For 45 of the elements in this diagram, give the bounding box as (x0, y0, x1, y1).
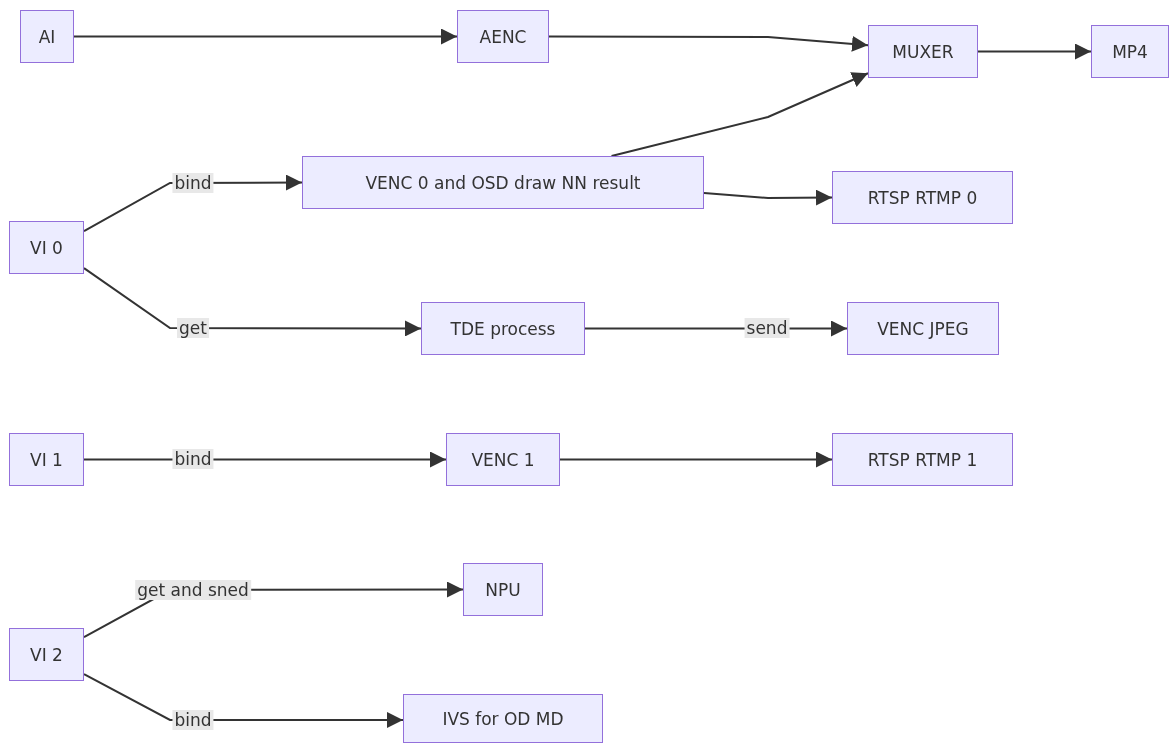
node-label: VENC 0 and OSD draw NN result (365, 172, 641, 193)
node-label: RTSP RTMP 0 (867, 187, 978, 208)
node-label: NPU (485, 579, 521, 600)
arrow (977, 43, 1092, 60)
process-box (847, 302, 999, 355)
process-box (421, 302, 585, 355)
process-box (832, 433, 1013, 486)
arrow (559, 451, 833, 468)
arrow (83, 451, 447, 468)
process-box (9, 628, 84, 681)
process-box (446, 433, 560, 486)
process-box (9, 433, 84, 486)
process-box (302, 156, 704, 209)
node-label: RTSP RTMP 1 (867, 449, 978, 470)
process-box (20, 10, 74, 63)
process-box (832, 171, 1013, 224)
node-label: VI 0 (30, 237, 63, 258)
edge-label: bind (172, 449, 214, 469)
node-label: MUXER (892, 41, 954, 62)
process-box (403, 694, 603, 743)
arrow (83, 673, 404, 728)
node-label: TDE process (450, 318, 556, 339)
process-box (868, 25, 978, 78)
node-label: MP4 (1112, 41, 1148, 62)
node-label: VENC JPEG (877, 318, 969, 339)
edge-label: send (744, 318, 790, 338)
arrow (73, 28, 458, 45)
arrow (83, 267, 422, 337)
process-box (457, 10, 549, 63)
arrow (548, 35, 869, 52)
edge-label: bind (172, 173, 214, 193)
arrow (610, 72, 869, 157)
process-box (1091, 25, 1169, 78)
edge-label: bind (172, 710, 214, 730)
node-label: AENC (479, 26, 527, 47)
node-label: VI 1 (30, 449, 63, 470)
process-box (463, 563, 543, 616)
arrow (703, 189, 833, 206)
node-label: AI (38, 26, 56, 47)
node-label: VI 2 (30, 644, 63, 665)
node-label: IVS for OD MD (442, 708, 564, 729)
edge-label: get (177, 318, 209, 338)
node-label: VENC 1 (471, 449, 535, 470)
edge-label: get and sned (135, 580, 251, 600)
process-box (9, 221, 84, 274)
